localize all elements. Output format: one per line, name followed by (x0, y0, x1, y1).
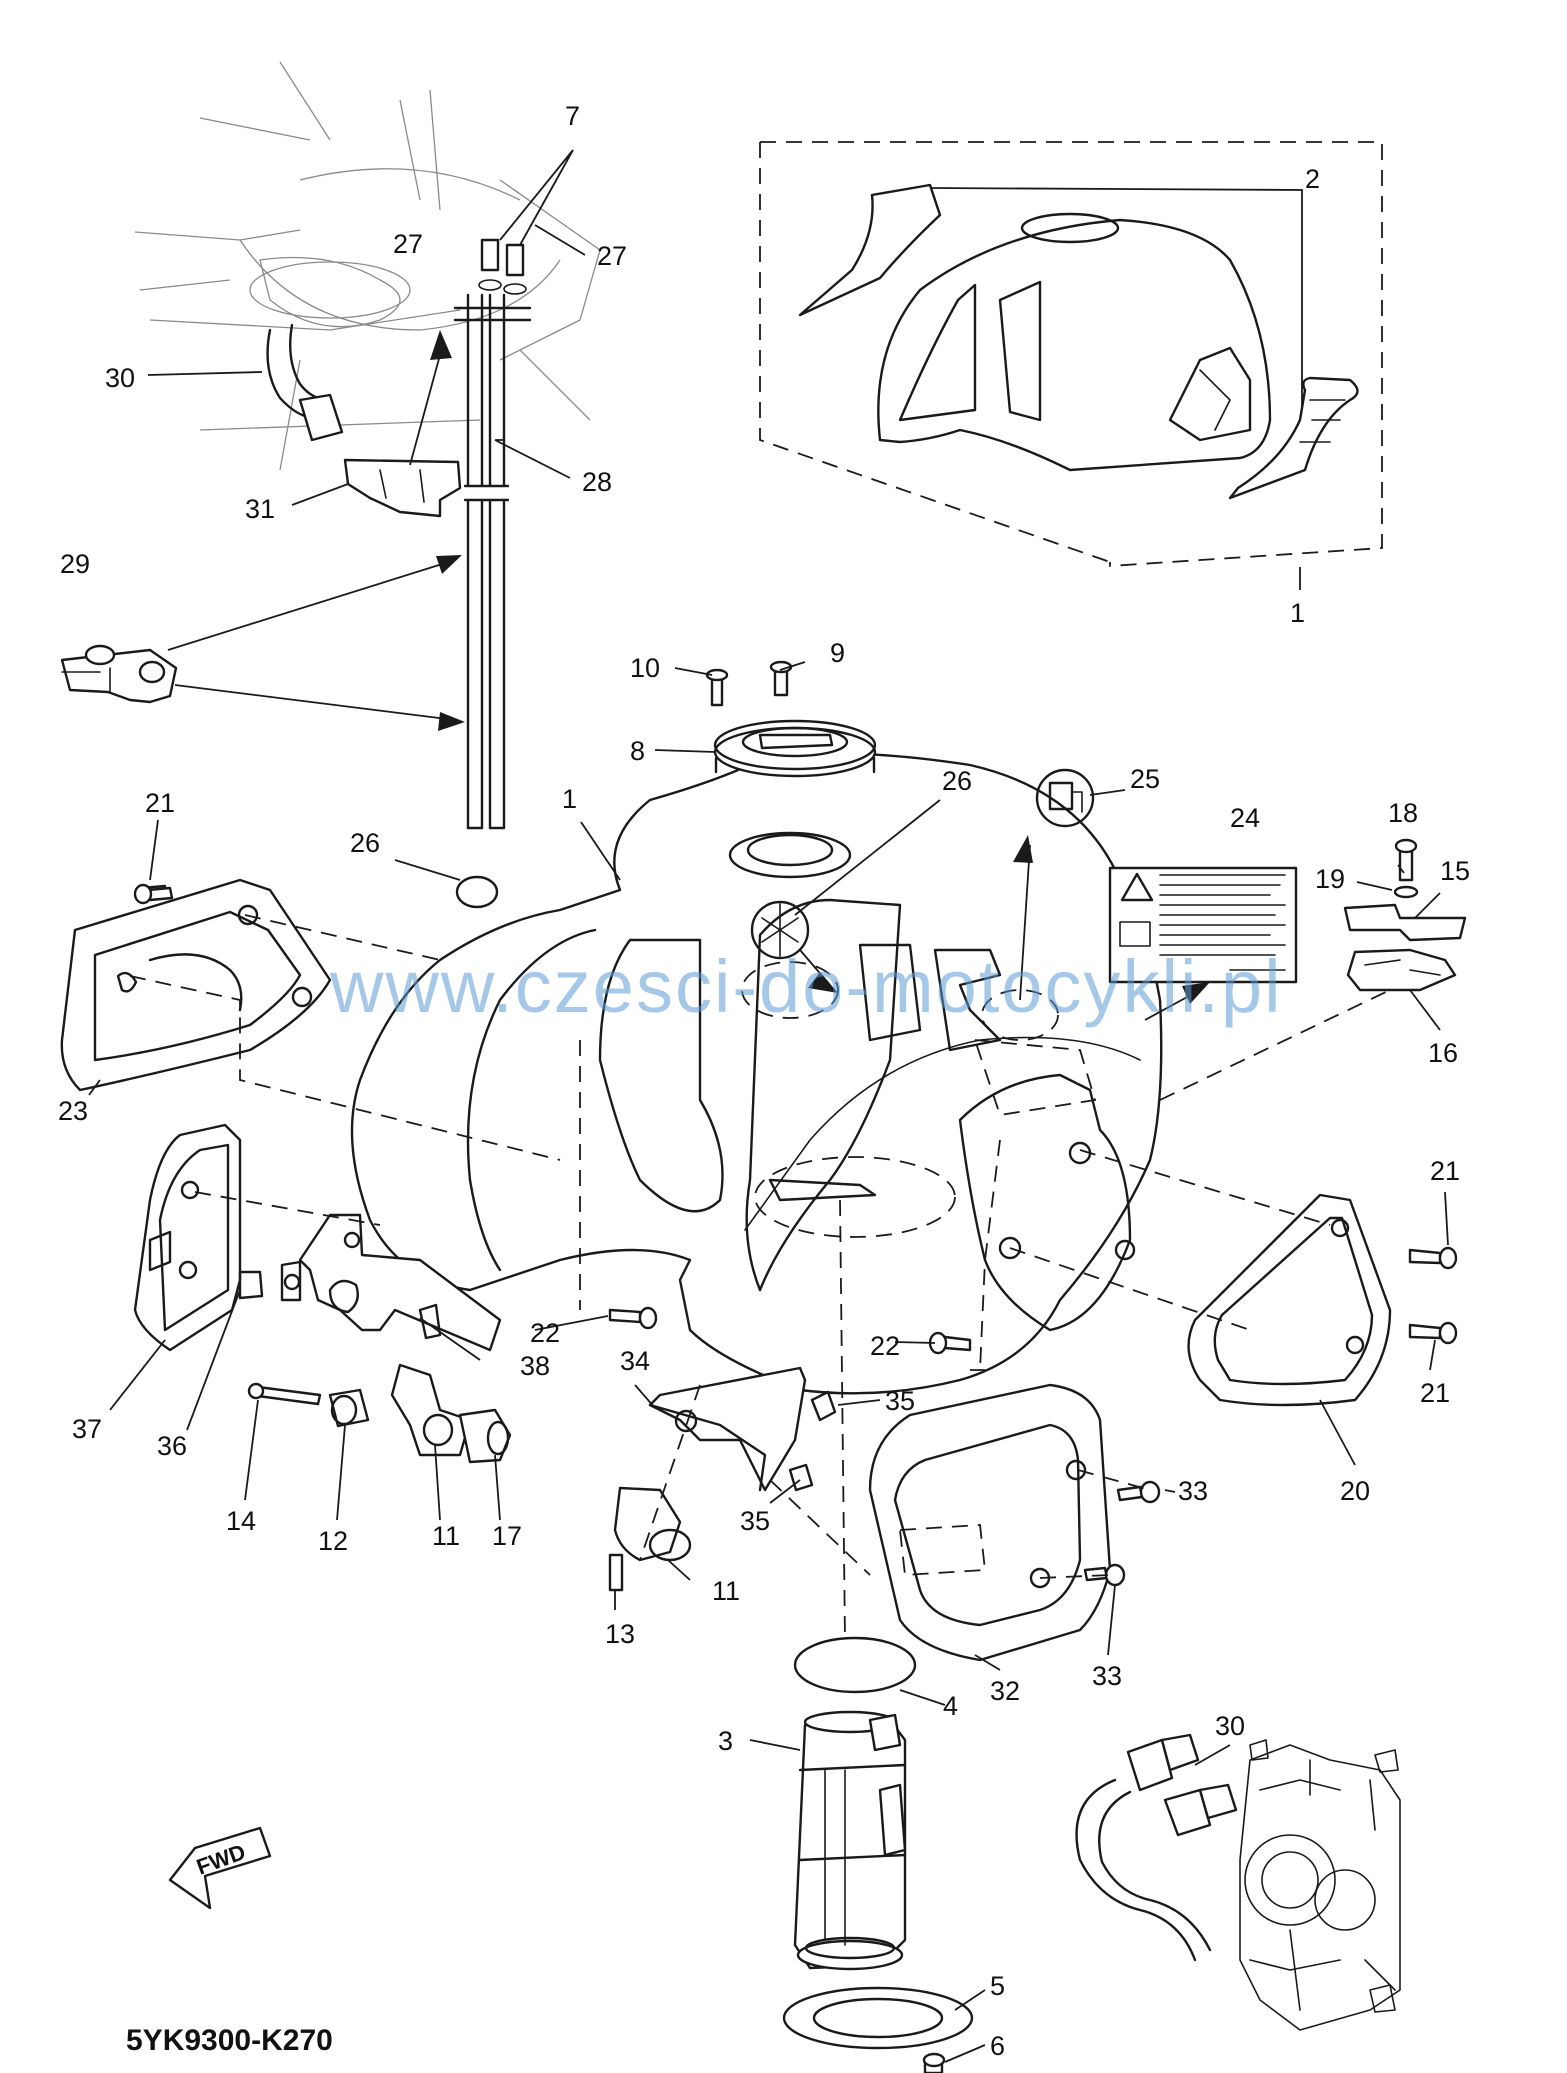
callout-22-right: 22 (870, 1331, 900, 1361)
callout-22-left: 22 (530, 1318, 560, 1348)
callout-27-left: 27 (393, 229, 423, 259)
callout-35-top: 35 (885, 1386, 915, 1416)
fuel-pump-3 (793, 1710, 907, 1971)
callout-28: 28 (582, 467, 612, 497)
callout-20: 20 (1340, 1476, 1370, 1506)
hose-lower-30 (1075, 1733, 1238, 1962)
callout-3: 3 (718, 1726, 733, 1756)
callout-numbers: 1 2 7 27 27 30 28 31 29 10 9 8 1 26 26 2… (58, 101, 1470, 2061)
frame-background-sketch (134, 61, 601, 471)
callout-21-right-top: 21 (1430, 1156, 1460, 1186)
callout-10: 10 (630, 653, 660, 683)
callout-16: 16 (1428, 1038, 1458, 1068)
screws-33 (1083, 1480, 1161, 1587)
callout-14: 14 (226, 1506, 256, 1536)
warning-label-24 (1108, 866, 1298, 984)
callout-36: 36 (157, 1431, 187, 1461)
throttle-body (1239, 1739, 1401, 2031)
callout-29: 29 (60, 549, 90, 579)
hardware-center (608, 1366, 837, 1592)
callout-6: 6 (990, 2031, 1005, 2061)
callout-2: 2 (1305, 164, 1320, 194)
fuel-cap (705, 660, 877, 778)
side-cover-20 (1187, 1193, 1392, 1407)
tank-assembly-inset (759, 141, 1383, 567)
gasket-26 (455, 875, 499, 909)
callout-9: 9 (830, 638, 845, 668)
callout-26-left: 26 (350, 828, 380, 858)
screws-21-22 (133, 883, 1458, 1355)
side-cover-32 (868, 1383, 1112, 1662)
callout-13: 13 (605, 1619, 635, 1649)
diagram-code: 5YK9300-K270 (126, 2024, 333, 2057)
hose-top-left (266, 306, 532, 442)
callout-12: 12 (318, 1526, 348, 1556)
callout-19: 19 (1315, 864, 1345, 894)
callout-1-top: 1 (1290, 598, 1305, 628)
flange-5 (782, 1986, 974, 2073)
callout-18: 18 (1388, 798, 1418, 828)
callout-15: 15 (1440, 856, 1470, 886)
callout-24: 24 (1230, 803, 1260, 833)
leader-lines (88, 149, 1449, 2063)
callout-34: 34 (620, 1346, 650, 1376)
callout-33-top: 33 (1178, 1476, 1208, 1506)
callout-4: 4 (943, 1691, 958, 1721)
fwd-arrow-icon: FWD (168, 1826, 272, 1910)
watermark: www.czesci-do-motocykli.pl (329, 945, 1283, 1028)
side-cover-37 (133, 1123, 242, 1352)
fuel-tank-main (350, 752, 1163, 1395)
fuel-sticker-25 (1035, 768, 1095, 828)
callout-23: 23 (58, 1096, 88, 1126)
callout-35-bottom: 35 (740, 1506, 770, 1536)
callout-33-bottom: 33 (1092, 1661, 1122, 1691)
callout-21-right-bottom: 21 (1420, 1378, 1450, 1408)
callout-37: 37 (72, 1414, 102, 1444)
hardware-left (247, 1363, 512, 1464)
bracket-38 (238, 1213, 502, 1352)
gasket-4 (793, 1636, 917, 1694)
clamp-29 (60, 644, 178, 704)
callout-17: 17 (492, 1521, 522, 1551)
callout-7: 7 (565, 101, 580, 131)
callout-1-main: 1 (562, 784, 577, 814)
callout-11-center: 11 (712, 1576, 740, 1606)
callout-26-right: 26 (942, 766, 972, 796)
callout-21-topleft: 21 (145, 788, 175, 818)
callout-27-right: 27 (597, 241, 627, 271)
callout-32: 32 (990, 1676, 1020, 1706)
callout-38: 38 (520, 1351, 550, 1381)
callout-11-left: 11 (432, 1521, 460, 1551)
tank-dashed-markers (741, 961, 1097, 1238)
hose-clips (478, 238, 527, 295)
callout-5: 5 (990, 1971, 1005, 2001)
bracket-31 (343, 458, 462, 518)
breather-hoses (462, 293, 512, 830)
callout-30-bottom: 30 (1215, 1711, 1245, 1741)
callout-30-top: 30 (105, 363, 135, 393)
callout-25: 25 (1130, 764, 1160, 794)
assembly-dashed-paths (129, 914, 1391, 1641)
callout-31: 31 (245, 494, 275, 524)
callout-8: 8 (630, 736, 645, 766)
side-cover-23 (60, 878, 332, 1092)
